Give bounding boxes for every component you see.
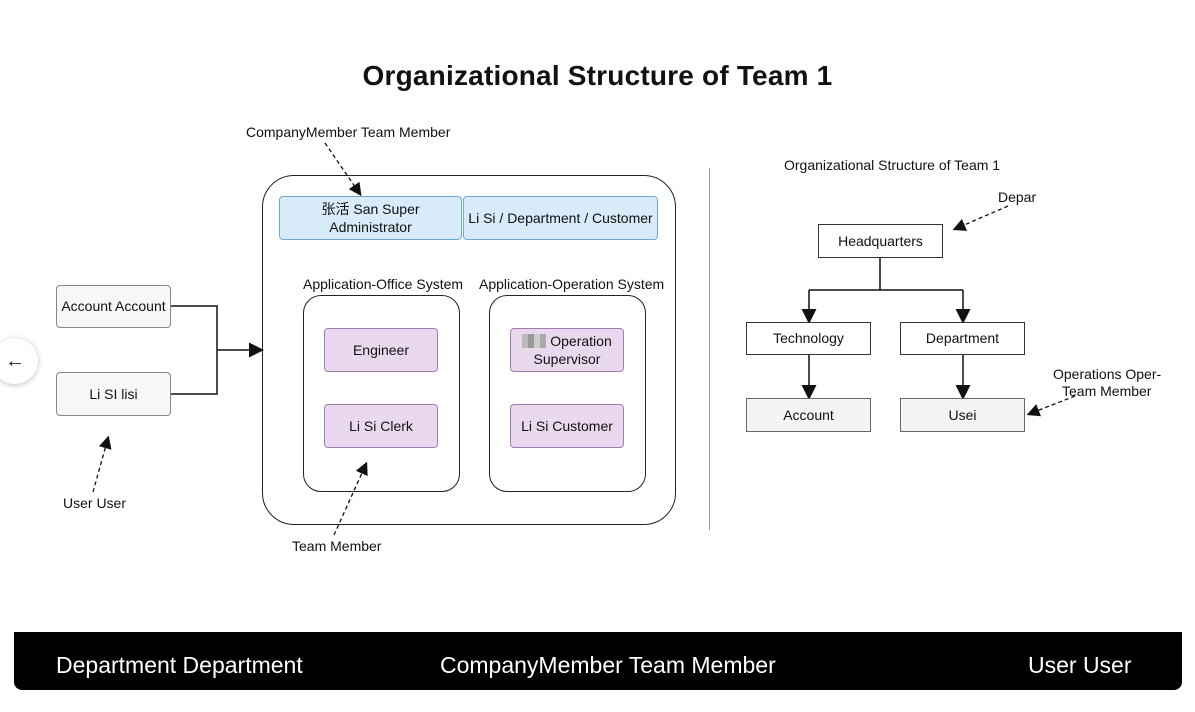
operation-system-label: Application-Operation System (479, 276, 665, 292)
team-member-pointer (333, 461, 368, 536)
footer-department-label: Department Department (56, 652, 303, 678)
user-annotation: User User (63, 495, 127, 511)
right-diagram-title: Organizational Structure of Team 1 (784, 157, 1001, 173)
redacted-mark (522, 333, 547, 348)
ops-annotation-line1: Operations Oper- (1053, 366, 1162, 382)
team-member-annotation: Team Member (292, 538, 382, 554)
department-customer-box[interactable]: Li Si / Department / Customer (463, 196, 658, 240)
department-box[interactable]: Department (900, 322, 1025, 355)
operation-supervisor-label: Operation Supervisor (533, 332, 612, 367)
usei-box[interactable]: Usei (900, 398, 1025, 432)
footer-bar: Department Department CompanyMember Team… (14, 632, 1182, 690)
vertical-divider (709, 168, 710, 530)
ops-pointer (1026, 395, 1076, 417)
operation-system-container (489, 295, 646, 492)
operation-supervisor-box[interactable]: Operation Supervisor (510, 328, 624, 372)
depar-annotation: Depar (998, 189, 1037, 205)
system-container (262, 175, 676, 525)
clerk-box[interactable]: Li Si Clerk (324, 404, 438, 448)
office-system-label: Application-Office System (303, 276, 464, 292)
input-bracket (171, 305, 218, 395)
ops-annotation-line2: Team Member (1062, 383, 1152, 399)
back-button[interactable]: ← (0, 338, 38, 384)
arrow-left-icon: ← (5, 349, 25, 372)
page-title: Organizational Structure of Team 1 (362, 60, 833, 91)
lisi-input-box[interactable]: Li SI lisi (56, 372, 171, 416)
account-input-box[interactable]: Account Account (56, 285, 171, 328)
depar-pointer (952, 205, 1009, 231)
customer-box[interactable]: Li Si Customer (510, 404, 624, 448)
footer-user-label: User User (1028, 652, 1132, 678)
engineer-box[interactable]: Engineer (324, 328, 438, 372)
user-pointer (92, 435, 112, 493)
technology-box[interactable]: Technology (746, 322, 871, 355)
office-system-container (303, 295, 460, 492)
company-member-pointer (324, 142, 362, 197)
super-admin-box[interactable]: 张活 San Super Administrator (279, 196, 462, 240)
headquarters-box[interactable]: Headquarters (818, 224, 943, 258)
company-member-annotation: CompanyMember Team Member (246, 124, 451, 140)
account-box[interactable]: Account (746, 398, 871, 432)
footer-company-member-label: CompanyMember Team Member (440, 652, 776, 678)
